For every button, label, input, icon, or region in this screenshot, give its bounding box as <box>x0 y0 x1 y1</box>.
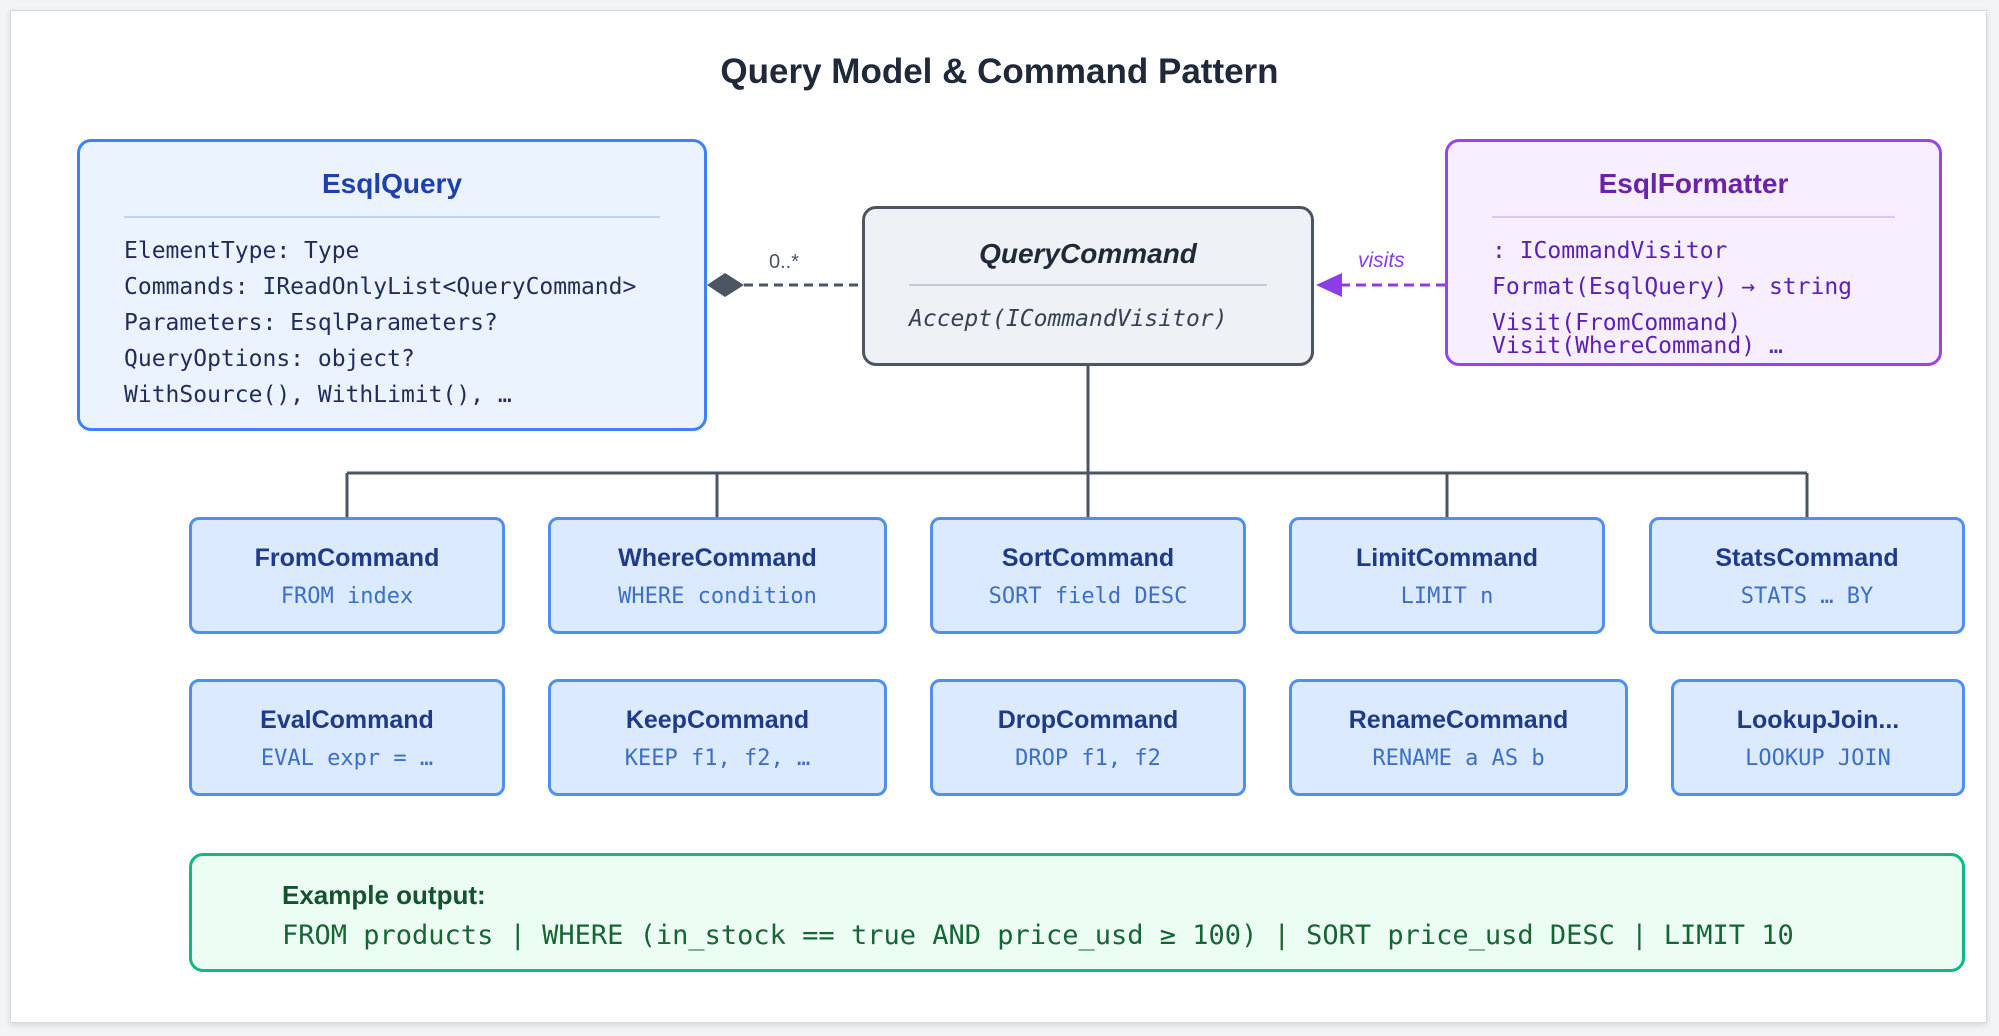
command-syntax: WHERE condition <box>618 584 817 609</box>
command-syntax: RENAME a AS b <box>1372 746 1545 771</box>
command-name: DropCommand <box>997 706 1179 734</box>
divider <box>909 284 1267 286</box>
limit-command-box: LimitCommand LIMIT n <box>1289 517 1605 634</box>
eval-command-box: EvalCommand EVAL expr = … <box>189 679 505 796</box>
member: Accept(ICommandVisitor) <box>909 306 1228 332</box>
example-output-box: Example output: FROM products | WHERE (i… <box>189 853 1965 972</box>
member: Visit(FromCommand) <box>1492 310 1742 336</box>
command-syntax: SORT field DESC <box>988 584 1188 609</box>
command-syntax: EVAL expr = … <box>260 746 434 771</box>
stats-command-box: StatsCommand STATS … BY <box>1649 517 1965 634</box>
member: Visit(WhereCommand) … <box>1492 333 1783 359</box>
command-name: LimitCommand <box>1356 544 1538 572</box>
class-name: EsqlQuery <box>321 168 463 199</box>
keep-command-box: KeepCommand KEEP f1, f2, … <box>548 679 887 796</box>
command-name: WhereCommand <box>618 544 817 572</box>
example-code: FROM products | WHERE (in_stock == true … <box>282 920 1794 951</box>
member: Format(EsqlQuery) → string <box>1492 274 1853 300</box>
command-syntax: LIMIT n <box>1400 584 1494 609</box>
from-command-box: FromCommand FROM index <box>189 517 505 634</box>
member: Commands: IReadOnlyList<QueryCommand> <box>124 274 637 300</box>
sort-command-box: SortCommand SORT field DESC <box>930 517 1246 634</box>
diagram-title: Query Model & Command Pattern <box>720 52 1279 91</box>
where-command-box: WhereCommand WHERE condition <box>548 517 887 634</box>
member: : ICommandVisitor <box>1492 238 1728 264</box>
member: WithSource(), WithLimit(), … <box>124 382 512 408</box>
querycommand-class: QueryCommand Accept(ICommandVisitor) <box>862 206 1314 366</box>
command-syntax: STATS … BY <box>1740 584 1874 609</box>
example-label: Example output: <box>282 880 486 910</box>
visits-label: visits <box>1358 249 1405 272</box>
divider <box>124 216 660 218</box>
command-name: StatsCommand <box>1715 544 1899 572</box>
lookupjoin-command-box: LookupJoin... LOOKUP JOIN <box>1671 679 1965 796</box>
member: ElementType: Type <box>124 238 360 264</box>
multiplicity-label: 0..* <box>769 251 800 273</box>
command-name: LookupJoin... <box>1736 706 1900 734</box>
composition-diamond <box>707 273 744 297</box>
divider <box>1492 216 1895 218</box>
member: Parameters: EsqlParameters? <box>124 310 498 336</box>
command-syntax: FROM index <box>280 584 414 609</box>
command-syntax: KEEP f1, f2, … <box>624 746 811 771</box>
command-name: RenameCommand <box>1348 706 1569 734</box>
command-name: SortCommand <box>1001 544 1175 572</box>
command-syntax: LOOKUP JOIN <box>1745 746 1891 771</box>
member: QueryOptions: object? <box>124 346 415 372</box>
class-members: Accept(ICommandVisitor) <box>909 301 1228 337</box>
drop-command-box: DropCommand DROP f1, f2 <box>930 679 1246 796</box>
class-name: EsqlFormatter <box>1598 168 1789 199</box>
command-name: KeepCommand <box>625 706 810 734</box>
command-name: FromCommand <box>254 544 440 572</box>
class-name: QueryCommand <box>979 238 1197 269</box>
rename-command-box: RenameCommand RENAME a AS b <box>1289 679 1628 796</box>
visits-arrowhead <box>1316 273 1342 297</box>
command-name: EvalCommand <box>260 706 434 734</box>
command-syntax: DROP f1, f2 <box>1015 746 1161 771</box>
